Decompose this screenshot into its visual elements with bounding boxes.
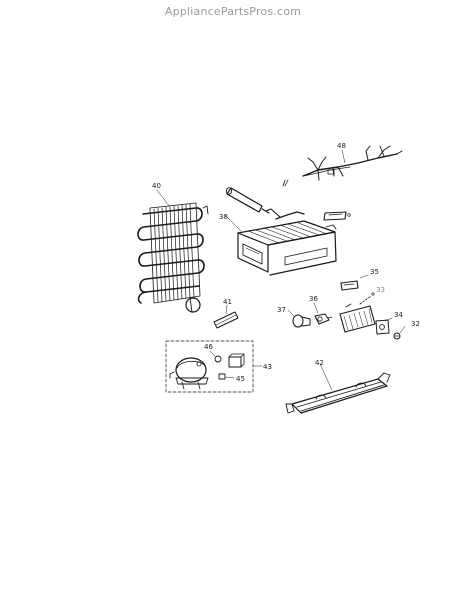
bracket-part[interactable] bbox=[323, 211, 351, 221]
screw-part[interactable] bbox=[393, 325, 406, 340]
callout-33: 33 bbox=[376, 286, 385, 294]
compressor-kit-part[interactable] bbox=[165, 340, 263, 393]
callout-43: 43 bbox=[263, 363, 272, 371]
thermostat-part[interactable] bbox=[339, 292, 376, 333]
lamp-socket-part[interactable] bbox=[313, 302, 333, 325]
switch-part[interactable] bbox=[340, 274, 369, 291]
callout-37: 37 bbox=[277, 306, 286, 314]
site-watermark: AppliancePartsPros.com bbox=[164, 5, 302, 18]
condenser-part[interactable] bbox=[137, 189, 209, 313]
drier-tube-part[interactable] bbox=[225, 187, 270, 214]
callout-40: 40 bbox=[152, 182, 161, 190]
light-bulb-part[interactable] bbox=[287, 309, 311, 328]
callout-42: 42 bbox=[315, 359, 324, 367]
evaporator-part[interactable] bbox=[224, 208, 337, 276]
control-knob-part[interactable] bbox=[375, 317, 393, 335]
callout-36: 36 bbox=[309, 295, 318, 303]
callout-34: 34 bbox=[394, 311, 403, 319]
callout-46: 46 bbox=[204, 343, 213, 351]
callout-35: 35 bbox=[370, 268, 379, 276]
defrost-heater-part[interactable] bbox=[285, 363, 391, 414]
tube-part[interactable] bbox=[213, 304, 239, 329]
callout-38: 38 bbox=[219, 213, 228, 221]
wire-harness-part[interactable] bbox=[282, 145, 403, 187]
callout-41: 41 bbox=[223, 298, 232, 306]
callout-48: 48 bbox=[337, 142, 346, 150]
callout-45: 45 bbox=[236, 375, 245, 383]
callout-32: 32 bbox=[411, 320, 420, 328]
